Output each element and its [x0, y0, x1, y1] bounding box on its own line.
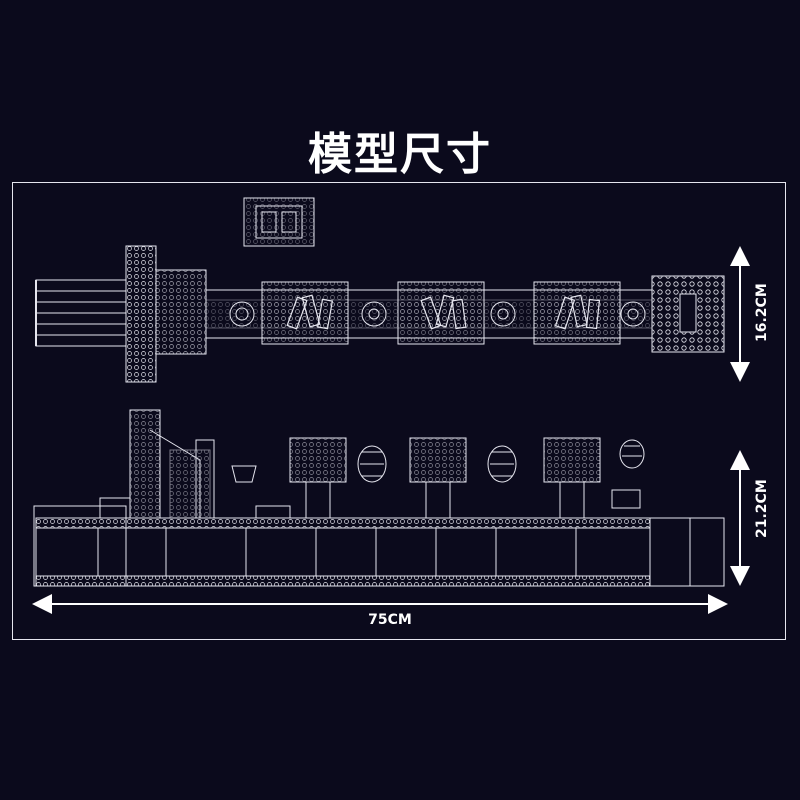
side-feeder — [99, 409, 215, 519]
top-conveyor-left — [35, 279, 127, 347]
top-stud-plate — [651, 275, 725, 353]
dimension-arrows — [32, 246, 750, 614]
side-cup — [231, 465, 257, 483]
side-view — [33, 409, 725, 587]
top-view — [35, 197, 725, 383]
page-title: 模型尺寸 — [308, 129, 492, 180]
top-big-gear — [125, 245, 207, 383]
top-view-height-label: 16.2CM — [754, 283, 770, 342]
top-small-part — [243, 197, 315, 247]
drawing-frame — [12, 182, 786, 640]
total-length-label: 75CM — [368, 612, 412, 628]
side-view-height-label: 21.2CM — [754, 479, 770, 538]
side-stations — [255, 437, 645, 519]
top-chassis — [205, 281, 653, 345]
side-base — [33, 505, 725, 587]
